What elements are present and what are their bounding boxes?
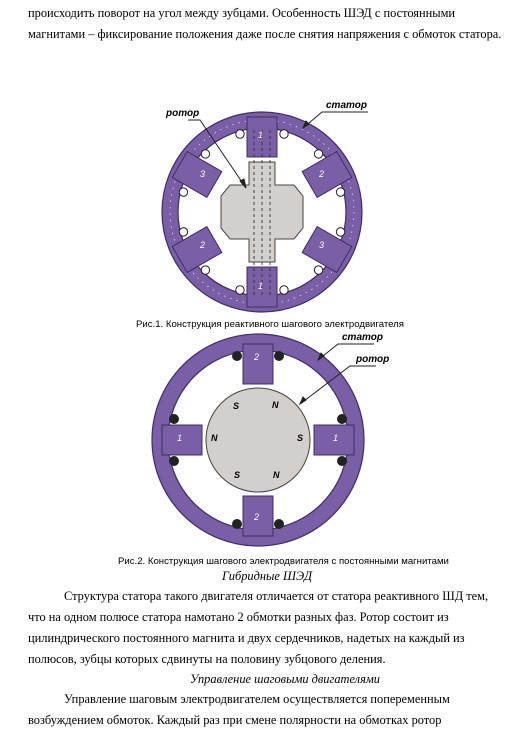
hybrid-line-1: Структура статора такого двигателя отлич… (64, 589, 489, 603)
hybrid-line-2: что на одном полюсе статора намотано 2 о… (28, 610, 449, 624)
fig1-pole-2-right: 2 (319, 169, 325, 179)
fig2-winding-coils (169, 351, 347, 529)
fig2-pointer-lines (298, 343, 376, 406)
fig2-mag-s-bottom-left: S (234, 470, 241, 480)
fig2-pole-1-left: 1 (177, 433, 183, 443)
fig2-mag-s-top-left: S (233, 401, 240, 411)
fig1-caption: Рис.1. Конструкция реактивного шагового … (136, 319, 404, 330)
fig1-pole-3-right: 3 (319, 240, 325, 250)
fig2-mag-n-bottom-right: N (273, 470, 280, 480)
fig2-stator-label: статор (342, 332, 383, 343)
fig2-rotor (205, 387, 311, 493)
section-heading-control: Управление шаговыми двигателями (190, 672, 380, 686)
fig1-pointer-lines (188, 111, 368, 189)
fig2-mag-s-right: S (297, 433, 304, 443)
intro-line-1: происходить поворот на угол между зубцам… (28, 6, 456, 20)
fig1-pole-1-bottom: 1 (258, 281, 264, 291)
fig2-mag-n-left: N (211, 433, 218, 443)
control-line-1: Управление шаговым электродвигателем осу… (64, 692, 450, 706)
fig2-pole-1-right: 1 (333, 433, 339, 443)
intro-line-2: магнитами – фиксирование положения даже … (28, 27, 502, 41)
hybrid-line-3: цилиндрического постоянного магнита и дв… (28, 631, 465, 645)
control-line-2: возбуждением обмоток. Каждый раз при сме… (28, 713, 442, 727)
fig2-rotor-label: ротор (356, 354, 390, 365)
fig1-rotor-label: ротор (166, 108, 200, 119)
hybrid-line-4: полюсов, зубцы которых сдвинуты на полов… (28, 652, 386, 666)
fig2-mag-n-top-right: N (272, 400, 279, 410)
fig1-pole-3-left: 3 (200, 169, 206, 179)
fig1-winding-coils (178, 129, 346, 295)
fig2-caption: Рис.2. Конструкция шагового электродвига… (118, 556, 449, 567)
fig2-pole-2-top: 2 (254, 352, 260, 362)
fig1-stator-poles (171, 116, 353, 308)
fig2-stator-poles (161, 343, 355, 537)
fig1-pole-1-top: 1 (258, 130, 264, 140)
fig2-pole-2-bottom: 2 (254, 512, 260, 522)
fig1-stator-label: статор (326, 100, 367, 111)
fig1-rotor (220, 130, 304, 296)
fig1-pole-2-left: 2 (200, 240, 206, 250)
section-heading-hybrid: Гибридные ШЭД (222, 569, 312, 583)
